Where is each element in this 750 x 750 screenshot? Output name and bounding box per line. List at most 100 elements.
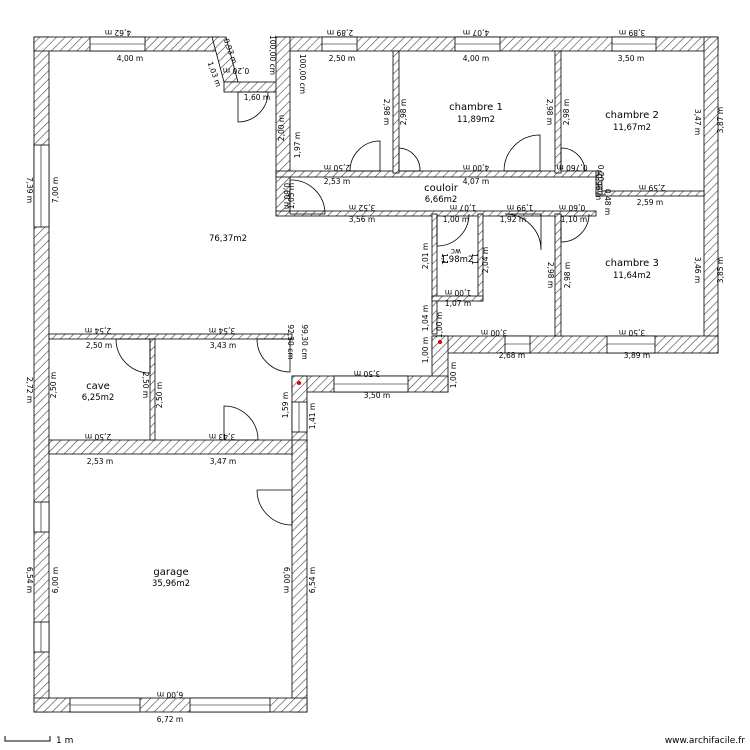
dim-v-298c: 2,98 m <box>545 99 554 125</box>
dim-b-389: 3,89 m <box>624 351 650 360</box>
dim-wc-107: 1,07 m <box>445 299 471 308</box>
dim-cor-048: 0,48 m <box>603 189 612 215</box>
dim-v-204: 2,04 m <box>481 247 490 273</box>
dim-top-c2-inner: 3,50 m <box>618 54 644 63</box>
scale-bar: 1 m <box>4 736 73 746</box>
wc-area: 1,98m2 <box>441 255 474 265</box>
door-cellier <box>256 338 291 373</box>
cave-name: cave <box>86 381 110 392</box>
dim-cave-v250b: 2,50 m <box>141 372 150 398</box>
window-garage-left-1 <box>33 501 50 533</box>
window-left-living <box>33 144 50 228</box>
wall-int-v3 <box>554 50 562 174</box>
dim-wc-h2: 1,1 <box>470 253 479 265</box>
dimension-labels: 4,62 m 4,00 m 1,03 m 0,93 m 0,20 m 100,0… <box>25 28 725 724</box>
dim-c3-259a: 2,59 m <box>639 183 665 192</box>
dim-top-mid-outer: 4,07 m <box>463 28 489 37</box>
door-ch2 <box>560 147 586 172</box>
door-living-corridor <box>289 179 326 215</box>
window-garage-left-2 <box>33 621 50 653</box>
dim-g-v654a: 6,54 m <box>25 567 34 593</box>
chambre1-name: chambre 1 <box>449 102 503 113</box>
dim-h-253: 2,53 m <box>324 177 350 186</box>
wall-cave-top <box>48 333 293 340</box>
dim-cor-192: 1,92 m <box>500 215 526 224</box>
door-c2 <box>503 134 541 172</box>
dim-v-100c: 1,00 m <box>449 362 458 388</box>
windows <box>33 36 657 713</box>
couloir-area: 6,66m2 <box>425 195 458 205</box>
dim-v-298e: 2,98 m <box>546 262 555 288</box>
door-entrance <box>237 91 269 123</box>
dim-ext-9230: 92,30 cm <box>286 324 295 359</box>
wall-bottom-right <box>431 335 719 354</box>
wall-right <box>703 36 719 354</box>
dim-v-201: 2,01 m <box>421 243 430 269</box>
scale-label: 1 m <box>56 736 73 746</box>
couloir-name: couloir <box>424 183 459 194</box>
dim-c3-259b: 2,59 m <box>637 198 663 207</box>
dim-g-b672: 6,72 m <box>157 715 183 724</box>
dim-cel-343: 3,43 m <box>209 432 235 441</box>
dim-wc-100: 1,00 m <box>445 288 471 297</box>
wall-cave-mid <box>149 338 156 441</box>
dim-cave-b250: 2,50 m <box>85 432 111 441</box>
dim-v-298b: 2,98 m <box>399 99 408 125</box>
dim-top-left-inner: 4,00 m <box>117 54 143 63</box>
dim-cor-199: 1,99 m <box>507 203 533 212</box>
dim-g-v600a: 6,00 m <box>51 567 60 593</box>
dim-lv-700: 7,00 m <box>51 177 60 203</box>
doors <box>115 91 590 526</box>
dim-v-104: 1,04 m <box>421 305 430 331</box>
dim-v-272: 2,72 m <box>25 377 34 403</box>
dim-top-c2-outer: 3,89 m <box>619 28 645 37</box>
chambre2-name: chambre 2 <box>605 110 659 121</box>
door-cellier-garage <box>223 405 259 441</box>
dim-g-v654b: 6,54 m <box>308 567 317 593</box>
garage-area: 35,96m2 <box>152 579 190 589</box>
dim-cor-110: 1,10 m <box>561 215 587 224</box>
brand-label: www.archifacile.fr <box>665 736 745 746</box>
wall-wc-bottom <box>431 295 484 302</box>
dim-v-100b: 1,00 m <box>421 337 430 363</box>
dim-cave-v250a: 2,50 m <box>49 372 58 398</box>
cave-area: 6,25m2 <box>82 393 115 403</box>
dim-g-b600: 6,00 m <box>157 690 183 699</box>
dim-cor-356: 3,56 m <box>349 215 375 224</box>
chambre1-area: 11,89m2 <box>457 115 495 125</box>
dim-cor-0760: 0,760 m <box>556 163 587 172</box>
wall-int-v4 <box>554 213 562 337</box>
dim-b-350: 3,50 m <box>619 328 645 337</box>
door-c1-closet <box>398 147 421 172</box>
dim-h-407: 4,07 m <box>463 177 489 186</box>
dim-v-298a: 2,98 m <box>382 99 391 125</box>
dim-v-197: 1,97 m <box>293 132 302 158</box>
dim-diag-100cm: 100,00 cm <box>268 35 277 75</box>
dim-cor-352: 3,52 m <box>349 203 375 212</box>
wall-left <box>33 36 50 713</box>
garage-name: garage <box>153 567 188 578</box>
dim-v-387: 3,87 m <box>716 107 725 133</box>
dim-h-250: 2,50 m <box>324 163 350 172</box>
dim-g-v600b: 6,00 m <box>282 567 291 593</box>
wc-name: wc <box>451 247 461 256</box>
dim-ext-350a: 3,50 m <box>354 369 380 378</box>
door-cave <box>115 338 151 374</box>
dim-m-354: 3,54 m <box>209 326 235 335</box>
dim-ext-350b: 3,50 m <box>364 391 390 400</box>
dim-top-c1-outer: 2,89 m <box>327 28 353 37</box>
dim-ext-141: 1,41 m <box>308 403 317 429</box>
dim-m-254: 2,54 m <box>85 326 111 335</box>
dim-v-105: 1,05 m <box>287 183 296 209</box>
dim-diag-020: 0,20 m <box>223 66 249 75</box>
dim-wc-h1: 1,1 <box>440 253 449 265</box>
dim-b-268: 2,68 m <box>499 351 525 360</box>
dim-cave-b253: 2,53 m <box>87 457 113 466</box>
wall-wc-left <box>431 213 438 335</box>
dim-cor-107: 1,07 m <box>450 203 476 212</box>
door-garage <box>256 489 293 526</box>
wall-cave-bottom <box>48 439 293 455</box>
dim-v-060: 0,60 m <box>282 183 291 209</box>
wall-int-v2 <box>392 50 400 174</box>
living-area: 76,37m2 <box>209 234 247 244</box>
